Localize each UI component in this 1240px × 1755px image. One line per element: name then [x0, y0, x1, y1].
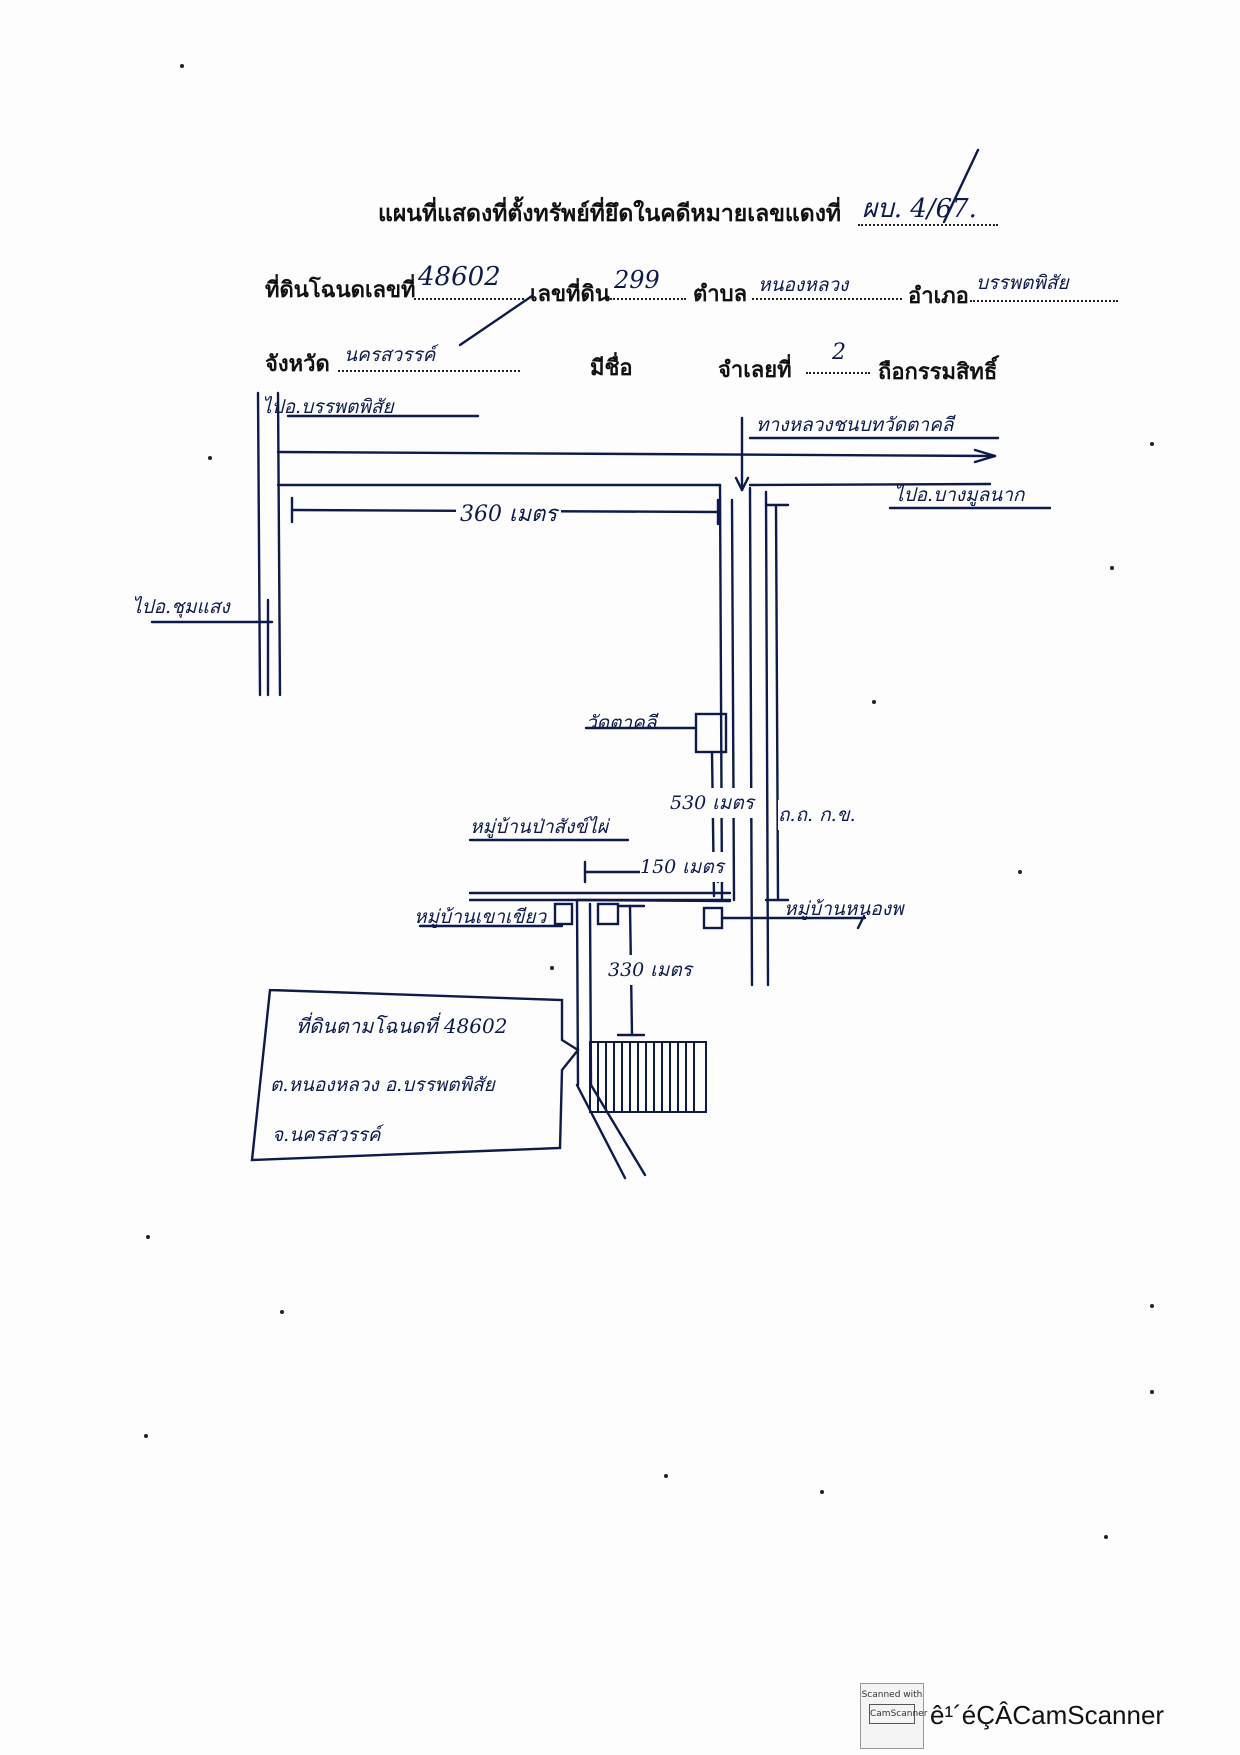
label-mid-left: หมู่บ้านเขาเขียว: [414, 906, 547, 928]
land-no-dotline: [610, 298, 686, 300]
deed-label: ที่ดินโฉนดเลขที่: [265, 278, 416, 303]
subdistrict-label: ตำบล: [693, 282, 748, 307]
label-dist-330: 330 เมตร: [608, 955, 692, 985]
scan-speck: [146, 1235, 150, 1239]
badge-top-text: Scanned with: [861, 1690, 923, 1700]
name-label: มีชื่อ: [590, 356, 633, 381]
province-label: จังหวัด: [265, 352, 330, 377]
label-to-banphot: ไปอ.บรรพตพิสัย: [262, 396, 394, 418]
label-school: หมู่บ้านป่าสังข์ไผ่: [470, 816, 609, 838]
label-road-temple: ทางหลวงชนบทวัดตาคลี: [756, 414, 954, 436]
scan-speck: [180, 64, 184, 68]
scan-speck: [550, 966, 554, 970]
label-temple: วัดตาคลี: [586, 712, 657, 734]
district-value: บรรพตพิสัย: [976, 272, 1069, 294]
deed-dotline: [414, 298, 524, 300]
subdistrict-value: หนองหลวง: [758, 274, 849, 296]
label-to-sao: ไปอ.บางมูลนาก: [894, 484, 1025, 506]
scan-speck: [1018, 870, 1022, 874]
label-road-right: ถ.ถ. ก.ข.: [778, 800, 856, 830]
scan-speck: [664, 1474, 668, 1478]
district-dotline: [970, 300, 1118, 302]
land-no-label: เลขที่ดิน: [530, 282, 610, 307]
district-label: อำเภอ: [908, 284, 969, 309]
province-value: นครสวรรค์: [344, 344, 436, 366]
province-dotline: [338, 370, 520, 372]
execution-number: 2: [832, 340, 846, 365]
label-dist-360: 360 เมตร: [456, 496, 562, 531]
scan-speck: [872, 700, 876, 704]
label-mid-right: หมู่บ้านหนองพ: [784, 898, 904, 920]
ownership-label: ถือกรรมสิทธิ์: [878, 360, 998, 385]
deed-number: 48602: [418, 262, 501, 292]
land-number: 299: [614, 266, 660, 294]
scan-speck: [208, 456, 212, 460]
map-title: แผนที่แสดงที่ตั้งทรัพย์ที่ยึดในคดีหมายเล…: [378, 201, 842, 227]
camscanner-badge: Scanned with CamScanner: [860, 1683, 927, 1749]
case-dotline: [858, 224, 998, 226]
label-to-north-left: ไปอ.ชุมแสง: [132, 596, 230, 618]
box-line-2: ต.หนองหลวง อ.บรรพตพิสัย: [270, 1074, 495, 1096]
box-line-1: ที่ดินตามโฉนดที่ 48602: [296, 1014, 508, 1038]
scan-speck: [1110, 566, 1114, 570]
camscanner-logo-icon: CamScanner: [869, 1704, 927, 1724]
execution-label: จำเลยที่: [718, 358, 792, 383]
subdistrict-dotline: [752, 298, 902, 300]
case-number: ผบ. 4/67.: [862, 194, 977, 224]
scan-speck: [820, 1490, 824, 1494]
label-dist-530: 530 เมตร: [670, 788, 754, 818]
scan-speck: [1104, 1535, 1108, 1539]
scan-speck: [1150, 1304, 1154, 1308]
scan-speck: [1150, 442, 1154, 446]
execution-dotline: [806, 372, 870, 374]
camscanner-side-text: ê¹´éÇÂCamScanner: [930, 1700, 1165, 1730]
scan-speck: [144, 1434, 148, 1438]
scan-speck: [1150, 1390, 1154, 1394]
label-dist-150: 150 เมตร: [640, 852, 724, 882]
box-line-3: จ.นครสวรรค์: [272, 1124, 381, 1146]
scan-speck: [280, 1310, 284, 1314]
